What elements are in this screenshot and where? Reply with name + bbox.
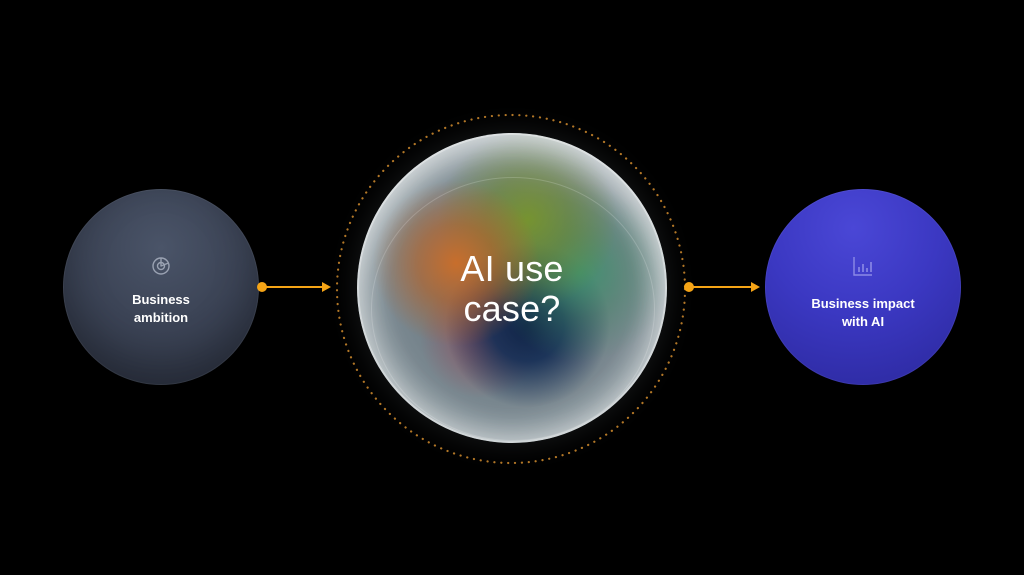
connector-dot [684, 282, 694, 292]
business-impact-label: Business impact with AI [811, 296, 915, 329]
ai-use-case-sphere: AI use case? [357, 133, 667, 443]
business-impact-node: Business impact with AI [765, 189, 961, 385]
connector-arrow-left [257, 281, 331, 293]
arrowhead-icon [322, 282, 331, 292]
arrowhead-icon [751, 282, 760, 292]
sphere-inner-rim [371, 177, 655, 441]
connector-line [689, 286, 752, 288]
target-chart-icon [151, 256, 171, 276]
business-ambition-label: Business ambition [132, 292, 190, 325]
connector-line [262, 286, 323, 288]
connector-arrow-right [684, 281, 760, 293]
bar-chart-icon [852, 255, 874, 277]
ai-use-case-label: AI use case? [460, 248, 564, 329]
business-ambition-node: Business ambition [63, 189, 259, 385]
connector-dot [257, 282, 267, 292]
